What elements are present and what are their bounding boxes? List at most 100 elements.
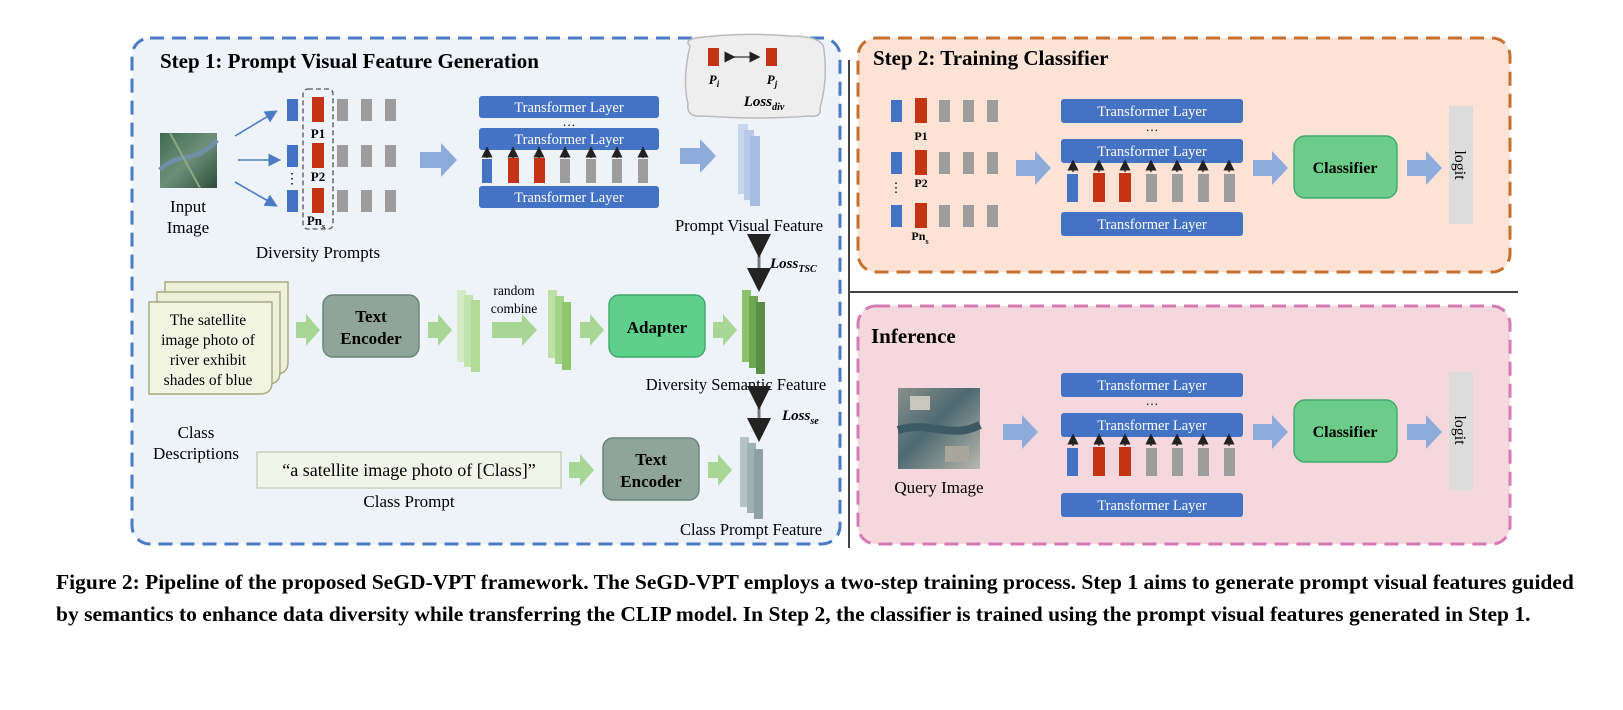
prompt-visual-feature-stack xyxy=(738,124,760,206)
pj-label: Pj xyxy=(767,72,778,89)
text-encoder-2-label-2: Encoder xyxy=(620,472,682,491)
transformer-tokens xyxy=(482,158,648,183)
inference-title: Inference xyxy=(871,324,956,348)
class-prompt-box xyxy=(256,451,562,489)
prompt-token xyxy=(312,188,324,213)
transformer-layer-mid xyxy=(479,128,659,150)
prompt-label-pn: Pns xyxy=(307,213,325,231)
block-arrow xyxy=(708,454,732,486)
step1-title: Step 1: Prompt Visual Feature Generation xyxy=(160,49,539,73)
transformer-layer-mid-label: Transformer Layer xyxy=(514,132,624,148)
inference-transformer-mid-label: Transformer Layer xyxy=(1097,418,1207,434)
block-arrow xyxy=(428,314,452,346)
block-arrow xyxy=(492,314,537,346)
block-arrow xyxy=(1003,415,1038,449)
loss-tsc-label: LossTSC xyxy=(769,256,817,275)
class-prompt-feature-stack xyxy=(740,437,763,519)
block-arrow xyxy=(1407,151,1442,185)
step2-transformer-top xyxy=(1061,99,1243,123)
random-combine-2: combine xyxy=(491,301,538,316)
inference-classifier-label: Classifier xyxy=(1313,424,1378,441)
prompt-label-p2: P2 xyxy=(311,169,325,184)
class-descriptions-label-1: Class xyxy=(178,423,215,442)
block-arrow xyxy=(420,143,457,177)
step2-transformer-bottom xyxy=(1061,212,1243,236)
block-arrow xyxy=(569,454,594,486)
inference-classifier xyxy=(1293,399,1398,463)
loss-div-cloud xyxy=(684,33,827,119)
step2-token-arrows xyxy=(1067,159,1235,172)
prompt-row-2 xyxy=(287,143,396,168)
loss-div-label: Lossdiv xyxy=(743,94,785,113)
input-image-label-1: Input xyxy=(170,197,206,216)
transformer-layer-bottom-label: Transformer Layer xyxy=(514,190,624,206)
class-prompt-feature-label: Class Prompt Feature xyxy=(680,520,822,539)
inference-transformer-bottom xyxy=(1061,493,1243,517)
block-arrow xyxy=(580,314,604,346)
diversity-semantic-feature-label: Diversity Semantic Feature xyxy=(646,375,827,394)
class-descriptions-label-2: Descriptions xyxy=(153,444,239,463)
inference-logit-label: logit xyxy=(1451,415,1468,445)
query-image xyxy=(896,388,982,469)
text-encoder-1 xyxy=(322,294,420,358)
text-encoder-2 xyxy=(602,437,700,501)
step2-logit-box xyxy=(1449,106,1473,224)
diversity-semantic-feature-stack xyxy=(742,290,765,374)
inference-token-arrows xyxy=(1067,433,1235,446)
block-arrow xyxy=(1253,151,1288,185)
text-encoder-1-label-2: Encoder xyxy=(340,329,402,348)
class-description-line-4: shades of blue xyxy=(164,372,253,389)
step2-transformer-top-label: Transformer Layer xyxy=(1097,104,1207,120)
input-image xyxy=(158,132,219,189)
inference-transformer-top xyxy=(1061,373,1243,397)
text-encoder-1-label-1: Text xyxy=(355,307,387,326)
block-arrow xyxy=(680,139,716,173)
step2-vertical-ellipsis: ⋮ xyxy=(890,180,903,195)
adapter xyxy=(608,294,706,358)
transformer-layer-top xyxy=(479,96,659,118)
step2-transformer-tokens xyxy=(1067,173,1235,202)
inference-transformer-bottom-label: Transformer Layer xyxy=(1097,498,1207,514)
transformer-ellipsis: … xyxy=(563,114,576,129)
class-description-pages xyxy=(148,281,289,395)
class-prompt-label: Class Prompt xyxy=(363,492,454,511)
step2-transformer-ellipsis: … xyxy=(1146,119,1159,134)
adapter-label: Adapter xyxy=(627,318,688,337)
pi-token xyxy=(708,48,719,66)
text-feature-stack xyxy=(457,290,480,372)
input-arrow-1 xyxy=(234,110,278,137)
step2-classifier-label: Classifier xyxy=(1313,160,1378,177)
input-image-label-2: Image xyxy=(167,218,209,237)
transformer-layer-bottom xyxy=(479,186,659,208)
query-image-label: Query Image xyxy=(894,478,983,497)
step2-prompt-rows xyxy=(891,98,998,228)
block-arrow xyxy=(1253,415,1288,449)
inference-transformer-ellipsis: … xyxy=(1146,393,1159,408)
block-arrow xyxy=(296,314,320,346)
inference-transformer-top-label: Transformer Layer xyxy=(1097,378,1207,394)
class-description-line-1: The satellite xyxy=(170,312,246,329)
combined-feature-stack xyxy=(548,290,571,370)
transformer-layer-top-label: Transformer Layer xyxy=(514,100,624,116)
diversity-prompts-label: Diversity Prompts xyxy=(256,243,380,262)
prompt-visual-feature-label: Prompt Visual Feature xyxy=(675,216,823,235)
class-description-line-3: river exhibit xyxy=(170,352,247,369)
prompt-token xyxy=(312,143,324,168)
loss-se-label: Lossse xyxy=(781,408,819,427)
step2-p1: P1 xyxy=(914,129,927,143)
step2-title: Step 2: Training Classifier xyxy=(873,46,1108,70)
step2-logit-label: logit xyxy=(1451,150,1468,180)
block-arrow xyxy=(1016,151,1051,185)
step2-p2: P2 xyxy=(914,176,927,190)
prompt-row-n xyxy=(287,188,396,213)
cls-token xyxy=(287,145,298,167)
token-arrows xyxy=(481,146,649,158)
step2-pn: Pns xyxy=(911,229,928,246)
input-arrow-3 xyxy=(234,181,278,207)
step1-panel xyxy=(130,36,842,546)
step2-classifier xyxy=(1293,135,1398,199)
prompt-label-p1: P1 xyxy=(311,126,325,141)
inference-transformer-mid xyxy=(1061,413,1243,437)
step2-transformer-mid xyxy=(1061,139,1243,163)
class-prompt-text: “a satellite image photo of [Class]” xyxy=(282,460,535,480)
